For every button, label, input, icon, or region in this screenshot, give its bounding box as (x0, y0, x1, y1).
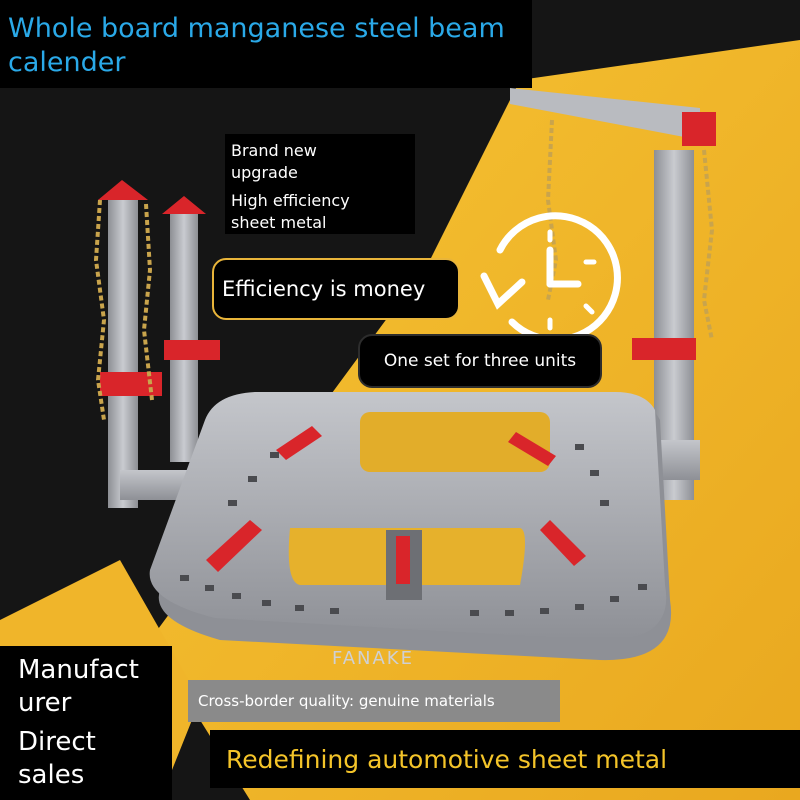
manufacturer-direct-sales: Manufact urer Direct sales (0, 646, 172, 800)
brand-new-line-1: Brand new (231, 141, 317, 160)
title-line-2: calender (8, 47, 126, 78)
hydraulic-cylinder (396, 536, 410, 584)
direct-sales-line-2: sales (18, 760, 85, 790)
brand-watermark: FANAKE (332, 648, 414, 669)
one-set-badge: One set for three units (358, 334, 602, 388)
efficiency-slogan: Efficiency is money (212, 258, 460, 320)
red-clamp (508, 432, 556, 466)
red-clamp (206, 520, 262, 572)
efficiency-line-1: High efficiency (231, 191, 350, 210)
feature-callout: Brand new upgrade High efficiency sheet … (225, 134, 415, 234)
red-clamp (276, 426, 322, 460)
redefining-banner: Redefining automotive sheet metal (210, 730, 800, 788)
brand-new-line-2: upgrade (231, 163, 298, 182)
efficiency-line-2: sheet metal (231, 213, 327, 232)
platform-opening-upper (360, 412, 550, 472)
direct-sales-line-1: Direct (18, 727, 96, 757)
red-clamp (540, 520, 586, 566)
title-banner: Whole board manganese steel beam calende… (0, 0, 532, 88)
title-line-1: Whole board manganese steel beam (8, 13, 505, 44)
platform-holes (180, 444, 647, 616)
cross-border-quality-banner: Cross-border quality: genuine materials (188, 680, 560, 722)
manufacturer-line-2: urer (18, 688, 72, 718)
manufacturer-line-1: Manufact (18, 655, 139, 685)
